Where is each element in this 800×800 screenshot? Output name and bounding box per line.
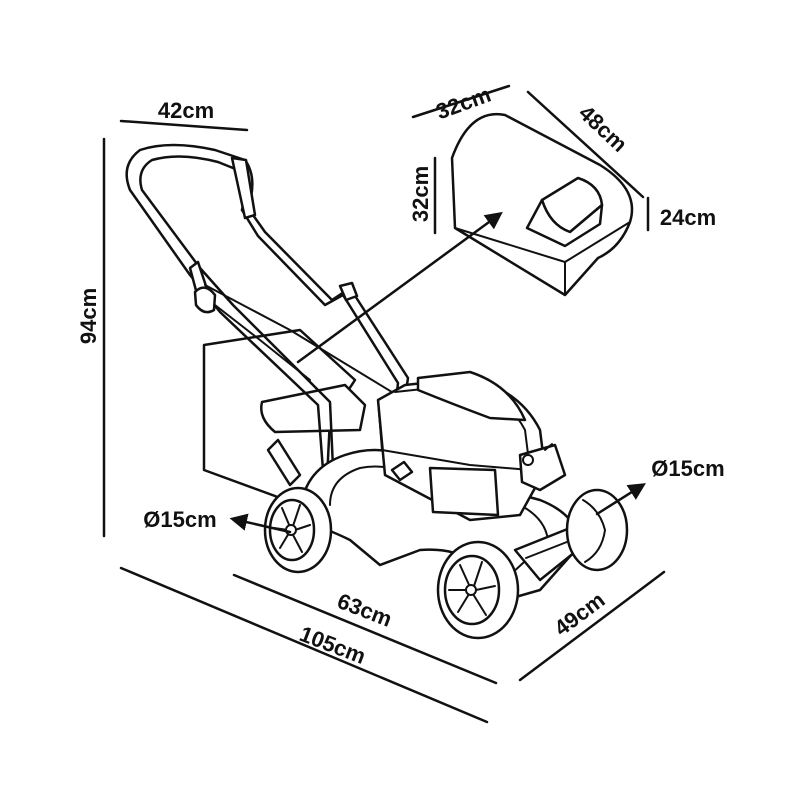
- height-label: 94cm: [76, 288, 101, 344]
- rear-wheel-diameter-label: Ø15cm: [143, 507, 216, 532]
- front-wheel: [436, 540, 520, 640]
- handle-width-label: 42cm: [158, 98, 214, 123]
- front-wheel-arrow-icon: [595, 483, 646, 516]
- width-label: 49cm: [549, 587, 609, 641]
- rear-wheel-arrow-icon: [229, 513, 292, 534]
- rear-wheel: [263, 486, 333, 574]
- right-front-wheel: [565, 488, 629, 572]
- bag-arrow-icon: [296, 211, 503, 364]
- lawn-mower-illustration: [125, 143, 629, 640]
- bag-height-label: 32cm: [408, 166, 433, 222]
- bag-length-label: 48cm: [574, 100, 632, 157]
- bag-rear-height-label: 24cm: [660, 205, 716, 230]
- front-wheel-diameter-label: Ø15cm: [651, 456, 724, 481]
- dimension-lines: [102, 84, 666, 724]
- length-label: 105cm: [296, 621, 369, 669]
- deck-length-label: 63cm: [334, 588, 396, 632]
- grass-bag-illustration: [450, 112, 634, 297]
